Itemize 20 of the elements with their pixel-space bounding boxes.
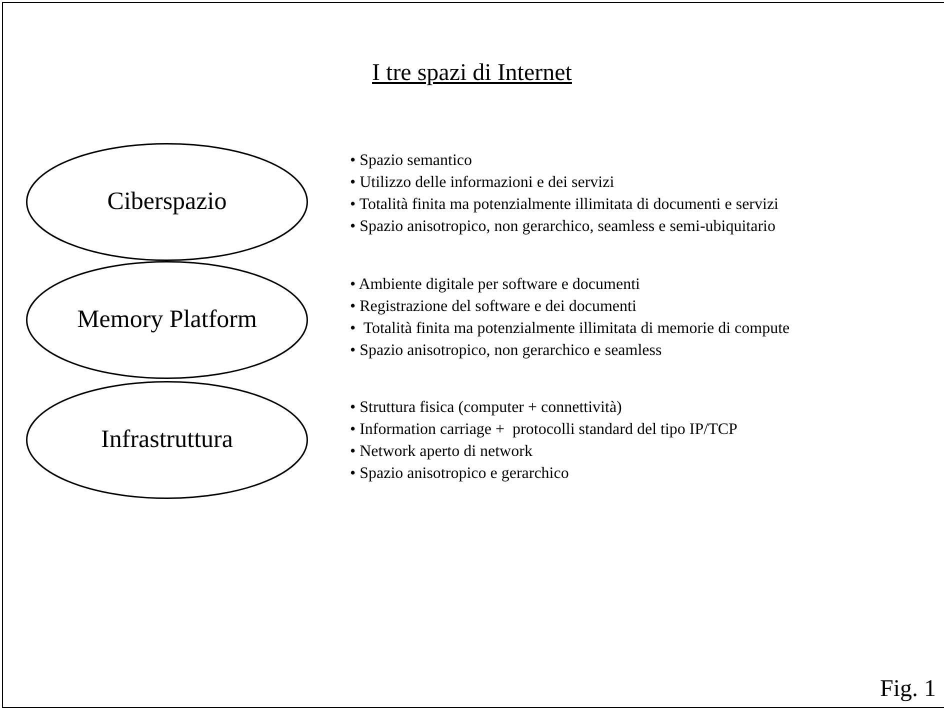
ellipse-node <box>26 143 308 261</box>
node-label: Infrastruttura <box>101 426 233 454</box>
bullet-item: • Spazio semantico <box>350 151 472 171</box>
bullet-item: • Totalità finita ma potenzialmente illimitata di memorie di compute <box>350 319 790 339</box>
ellipse-node <box>26 261 308 379</box>
bullet-item: • Utilizzo delle informazioni e dei servizi <box>350 173 614 193</box>
node-label: Ciberspazio <box>107 188 227 216</box>
bullet-item: • Spazio anisotropico, non gerarchico e seamless <box>350 341 662 361</box>
bullet-item: • Information carriage + protocolli standard del tipo IP/TCP <box>350 420 738 440</box>
bullet-item: • Ambiente digitale per software e documenti <box>350 275 640 295</box>
figure-caption: Fig. 1 <box>880 676 936 703</box>
ellipse-node <box>26 381 308 499</box>
title: I tre spazi di Internet <box>372 60 572 86</box>
bullet-item: • Registrazione del software e dei documenti <box>350 297 636 317</box>
bullet-item: • Spazio anisotropico e gerarchico <box>350 464 569 484</box>
bullet-item: • Totalità finita ma potenzialmente illimitata di documenti e servizi <box>350 195 778 215</box>
node-label: Memory Platform <box>77 306 257 334</box>
bullet-item: • Spazio anisotropico, non gerarchico, seamless e semi-ubiquitario <box>350 217 776 237</box>
bullet-item: • Network aperto di network <box>350 442 532 462</box>
bullet-item: • Struttura fisica (computer + connettività) <box>350 398 622 418</box>
